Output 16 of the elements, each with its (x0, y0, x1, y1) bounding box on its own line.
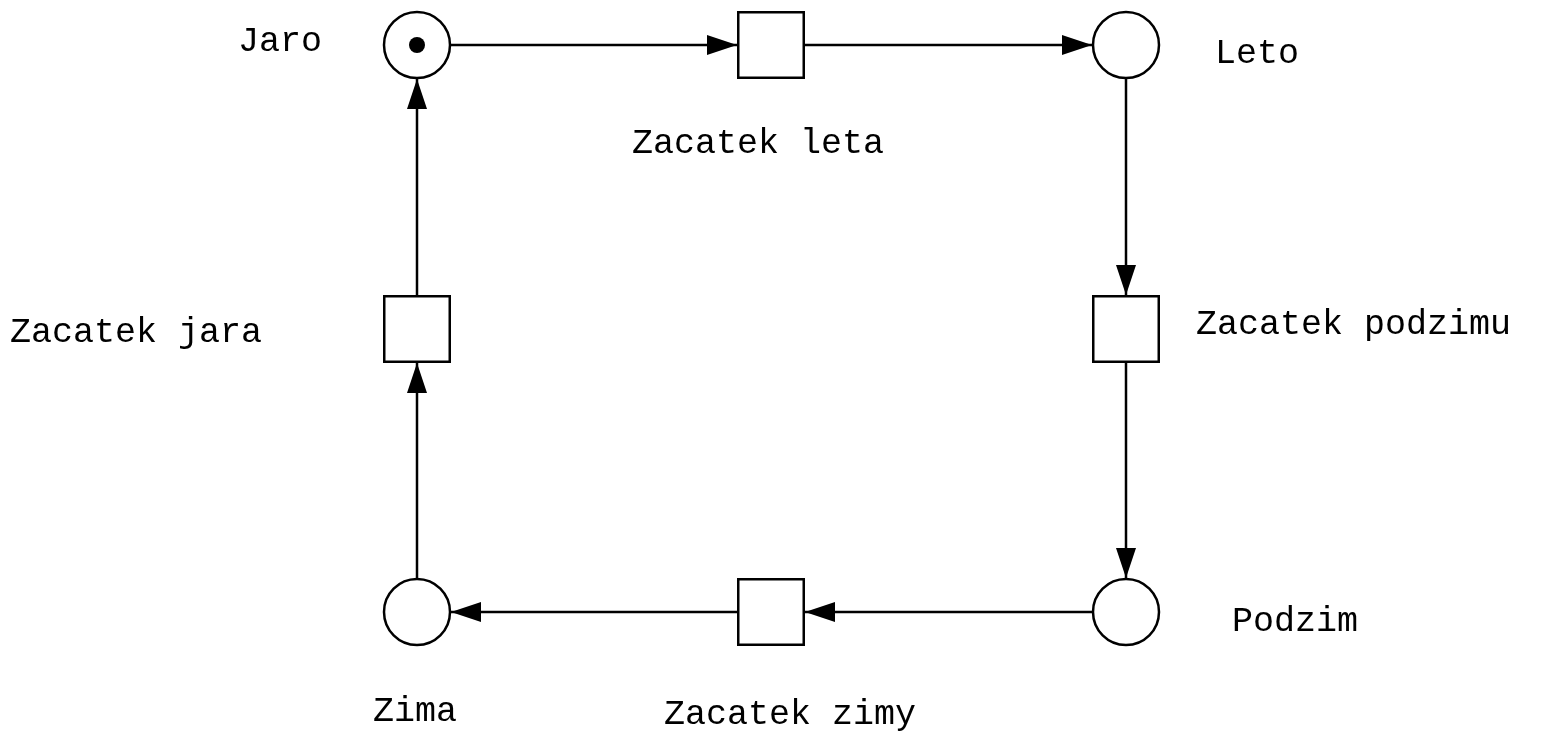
node-label: Zima (373, 692, 457, 731)
node-label: Leto (1215, 34, 1299, 74)
node-label: Zacatek podzimu (1196, 305, 1512, 345)
arrow (451, 602, 737, 622)
arrow (805, 602, 1092, 622)
node-label: Podzim (1232, 602, 1359, 642)
arrow (805, 35, 1092, 55)
node-label: Jaro (238, 22, 322, 62)
arrow (1116, 79, 1136, 295)
arrow (407, 79, 427, 295)
arrow (407, 363, 427, 578)
node-label: Zacatek jara (10, 313, 263, 353)
node-label: Zacatek leta (632, 124, 885, 164)
arrow (1116, 363, 1136, 578)
node-label: Zacatek zimy (664, 695, 917, 731)
arrow (451, 35, 737, 55)
